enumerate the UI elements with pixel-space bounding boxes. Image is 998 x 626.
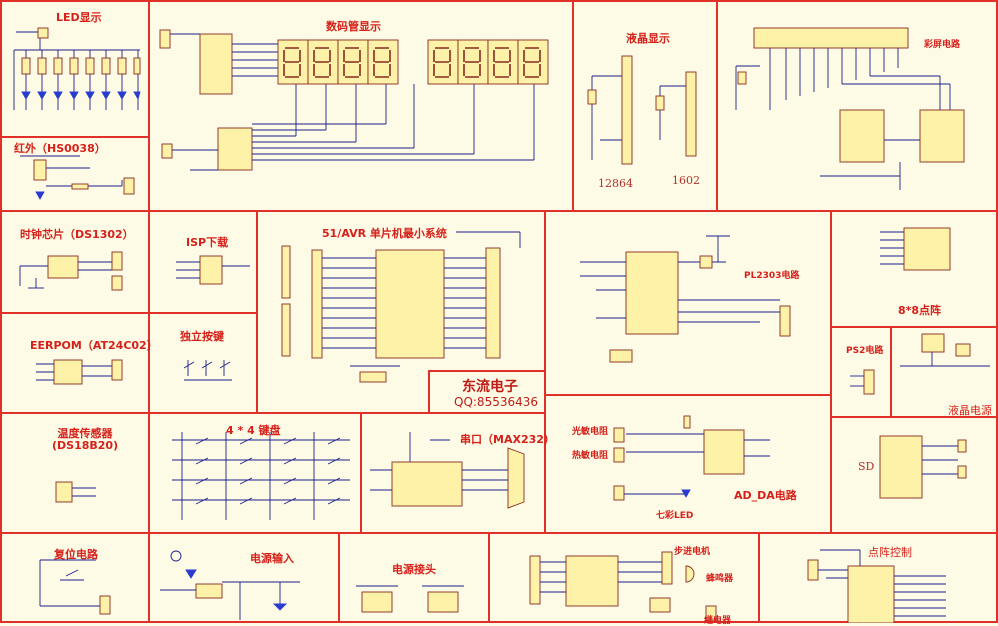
- independent-keys: [183, 360, 232, 381]
- reset-circuit: [39, 559, 111, 615]
- brand-name: 东流电子: [462, 379, 518, 395]
- title-eeprom: EERPOM（AT24C02）: [30, 339, 158, 352]
- power-jack: [356, 585, 464, 613]
- title-ps2: PS2电路: [846, 346, 884, 356]
- brand-qq: QQ:85536436: [454, 395, 539, 409]
- title-isp: ISP下载: [186, 236, 229, 249]
- title-keypad: 4 * 4 键盘: [226, 424, 281, 437]
- title-serial: 串口（MAX232）: [460, 433, 555, 446]
- label-12864: 12864: [598, 177, 633, 190]
- title-sd: SD: [858, 460, 875, 473]
- title-power-in: 电源输入: [250, 552, 294, 565]
- title-pl2303: PL2303电路: [744, 271, 800, 281]
- title-power-jack: 电源接头: [392, 563, 436, 576]
- label-photoresistor: 光敏电阻: [572, 427, 609, 437]
- power-input: [160, 550, 300, 620]
- title-lcd-power: 液晶电源: [948, 404, 992, 417]
- max232-chip: [370, 432, 525, 509]
- title-reset: 复位电路: [54, 548, 98, 561]
- title-rtc: 时钟芯片（DS1302）: [20, 228, 134, 241]
- color-screen-wiring: [735, 27, 965, 190]
- uln2003: [529, 551, 717, 621]
- keypad-grid: [172, 432, 350, 520]
- label-thermistor: 热敏电阻: [572, 451, 609, 461]
- hc595: [807, 549, 946, 623]
- title-seven-seg: 数码管显示: [326, 20, 381, 33]
- pl2303-chip: [580, 235, 791, 363]
- title-keys: 独立按键: [180, 330, 224, 343]
- mcu-core: [281, 231, 521, 383]
- lcd-connectors: [587, 55, 697, 165]
- ir-receiver: [20, 155, 135, 200]
- label-1602: 1602: [672, 174, 700, 187]
- isp-connector: [176, 255, 250, 285]
- eeprom-chip: [36, 359, 123, 385]
- sd-card: [879, 435, 967, 499]
- title-mcu: 51/AVR 单片机最小系统: [322, 227, 447, 240]
- title-temp: 温度传感器 (DS18B20): [52, 427, 119, 452]
- ds18b20: [55, 481, 96, 503]
- title-led: LED显示: [56, 11, 102, 24]
- matrix-8x8-chip: [880, 227, 951, 271]
- ps2-connector: [850, 369, 875, 395]
- title-color-screen: 彩屏电路: [924, 40, 961, 50]
- title-stepper: 步进电机: [674, 547, 711, 557]
- pcf8591: [613, 415, 770, 501]
- title-adda: AD_DA电路: [734, 489, 797, 502]
- title-dot-ctrl: 点阵控制: [868, 546, 912, 559]
- rtc-chip: [19, 251, 123, 291]
- seven-seg-wiring: [160, 33, 535, 171]
- lcd-power-reg: [900, 333, 990, 367]
- title-8x8: 8*8点阵: [898, 304, 942, 317]
- label-rgb-led: 七彩LED: [656, 511, 694, 521]
- title-ir: 红外（HS0038）: [14, 142, 106, 155]
- label-buzzer: 蜂鸣器: [706, 574, 734, 584]
- label-relay: 继电器: [704, 616, 732, 626]
- title-lcd: 液晶显示: [626, 32, 670, 45]
